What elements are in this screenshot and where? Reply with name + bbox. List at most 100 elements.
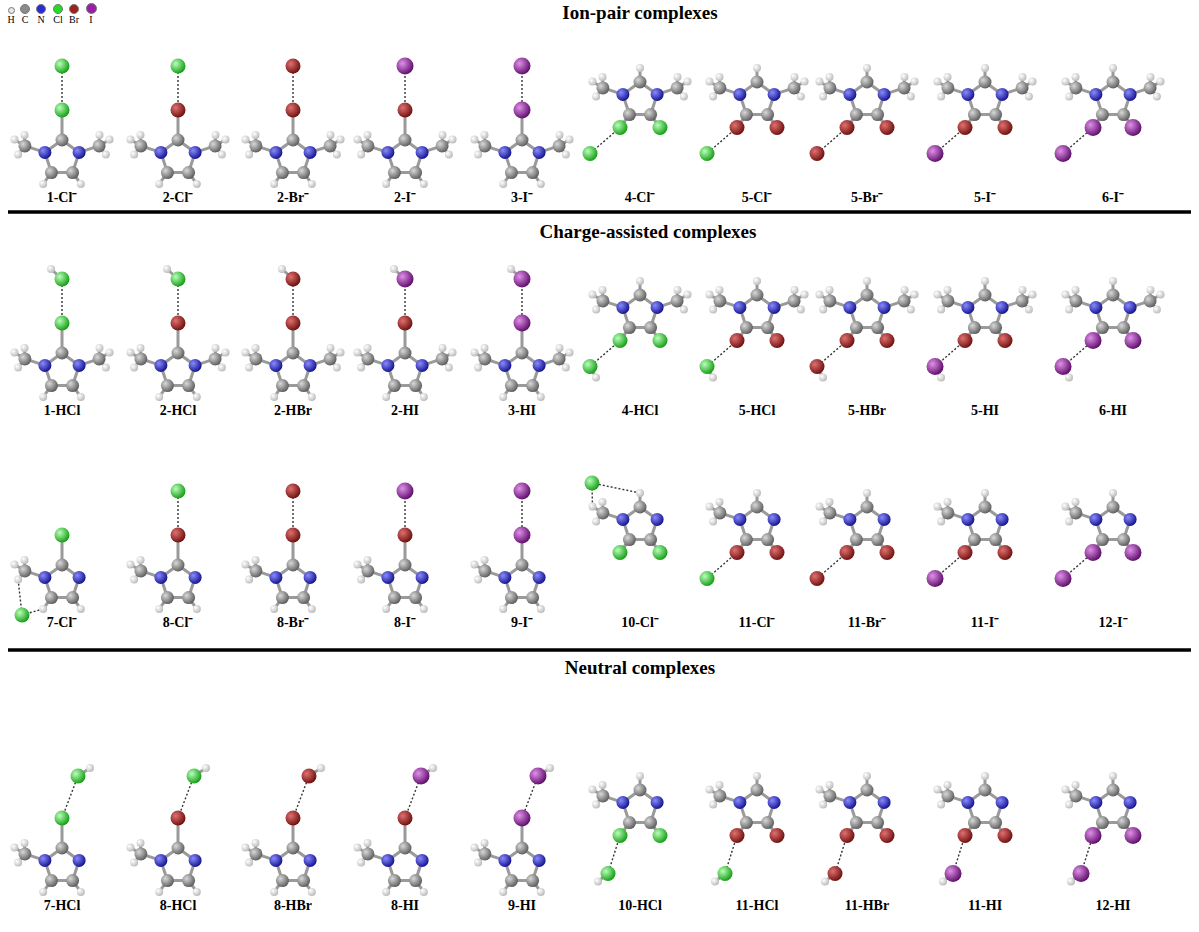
atom-sphere bbox=[10, 349, 18, 357]
atom-sphere bbox=[1089, 796, 1102, 809]
atom-sphere bbox=[961, 88, 974, 101]
atom-sphere bbox=[478, 139, 491, 152]
atom-sphere bbox=[182, 166, 195, 179]
atom-sphere bbox=[241, 136, 249, 144]
atom-sphere bbox=[397, 483, 414, 500]
atom-sphere bbox=[397, 271, 414, 288]
atom-sphere bbox=[700, 359, 715, 374]
atom-sphere bbox=[353, 349, 361, 357]
atom-sphere bbox=[182, 874, 195, 887]
atom-sphere bbox=[562, 151, 570, 159]
atom-sphere bbox=[740, 108, 753, 121]
atom-sphere bbox=[337, 349, 345, 357]
atom-sphere bbox=[189, 146, 202, 159]
atom-sphere bbox=[202, 764, 210, 772]
atom-sphere bbox=[644, 816, 657, 829]
atom-sphere bbox=[898, 294, 911, 307]
atom-sphere bbox=[14, 576, 22, 584]
atom-sphere bbox=[398, 528, 413, 543]
atom-sphere bbox=[981, 64, 989, 72]
atom-sphere bbox=[588, 503, 596, 511]
atom-sphere bbox=[416, 571, 429, 584]
atom-sphere bbox=[596, 506, 609, 519]
atom-sphere bbox=[555, 131, 563, 139]
atom-sphere bbox=[187, 769, 202, 784]
atom-sphere bbox=[249, 564, 262, 577]
atom-sphere bbox=[823, 506, 836, 519]
atom-sphere bbox=[337, 136, 345, 144]
atom-sphere bbox=[680, 306, 688, 314]
atom-sphere bbox=[505, 874, 518, 887]
atom-sphere bbox=[171, 59, 186, 74]
section-heading: Neutral complexes bbox=[565, 657, 715, 679]
atom-sphere bbox=[420, 888, 428, 896]
atom-sphere bbox=[1124, 332, 1141, 349]
atom-sphere bbox=[1072, 286, 1080, 294]
atom-sphere bbox=[878, 301, 891, 314]
atom-sphere bbox=[1072, 498, 1080, 506]
atom-sphere bbox=[308, 605, 316, 613]
atom-sphere bbox=[740, 321, 753, 334]
atom-sphere bbox=[850, 533, 863, 546]
atom-sphere bbox=[420, 605, 428, 613]
atom-sphere bbox=[45, 379, 58, 392]
complex-label: 5-HI bbox=[971, 403, 999, 419]
legend-item: Br bbox=[66, 3, 82, 25]
atom-sphere bbox=[481, 556, 489, 564]
atom-sphere bbox=[599, 286, 607, 294]
atom-sphere bbox=[933, 291, 941, 299]
atom-sphere bbox=[533, 359, 546, 372]
atom-sphere bbox=[553, 352, 566, 365]
complex-label: 2-HI bbox=[391, 403, 419, 419]
atom-sphere bbox=[55, 316, 70, 331]
atom-sphere bbox=[644, 108, 657, 121]
atom-sphere bbox=[1016, 294, 1029, 307]
complex-label: 11-Cl⁻ bbox=[739, 615, 776, 631]
atom-sphere bbox=[850, 108, 863, 121]
atom-sphere bbox=[526, 166, 539, 179]
atom-sphere bbox=[161, 166, 174, 179]
atom-sphere bbox=[769, 333, 784, 348]
atom-sphere bbox=[768, 301, 781, 314]
atom-sphere bbox=[304, 854, 317, 867]
atom-sphere bbox=[45, 874, 58, 887]
atom-sphere bbox=[308, 888, 316, 896]
atom-sphere bbox=[709, 518, 717, 526]
atom-sphere bbox=[278, 265, 286, 273]
atom-sphere bbox=[398, 811, 413, 826]
atom-sphere bbox=[1107, 76, 1120, 89]
atom-sphere bbox=[134, 139, 147, 152]
complex-label: 4-Cl⁻ bbox=[625, 190, 656, 206]
atom-sphere bbox=[1065, 801, 1073, 809]
atom-sphere bbox=[1029, 78, 1037, 86]
complex-label: 2-HBr bbox=[274, 403, 312, 419]
atom-sphere bbox=[592, 801, 600, 809]
atom-sphere bbox=[137, 131, 145, 139]
atom-sphere bbox=[382, 180, 390, 188]
atom-sphere bbox=[130, 364, 138, 372]
atom-sphere bbox=[1157, 78, 1165, 86]
atom-sphere bbox=[161, 379, 174, 392]
atom-sphere bbox=[161, 591, 174, 604]
atom-sphere bbox=[297, 591, 310, 604]
atom-sphere bbox=[382, 888, 390, 896]
atom-sphere bbox=[671, 81, 684, 94]
atom-sphere bbox=[1117, 533, 1130, 546]
complex-label: 6-HI bbox=[1099, 403, 1127, 419]
atom-sphere bbox=[353, 844, 361, 852]
atom-sphere bbox=[700, 146, 715, 161]
atom-sphere bbox=[134, 847, 147, 860]
atom-sphere bbox=[788, 294, 801, 307]
atom-sphere bbox=[1117, 108, 1130, 121]
atom-sphere bbox=[933, 786, 941, 794]
atom-sphere bbox=[130, 151, 138, 159]
atom-sphere bbox=[751, 289, 764, 302]
atom-sphere bbox=[55, 103, 70, 118]
legend-text: N bbox=[33, 14, 49, 25]
atom-sphere bbox=[652, 828, 667, 843]
atom-sphere bbox=[797, 93, 805, 101]
atom-sphere bbox=[416, 854, 429, 867]
complex-label: 8-HI bbox=[391, 898, 419, 914]
atom-sphere bbox=[481, 131, 489, 139]
atom-sphere bbox=[10, 561, 18, 569]
